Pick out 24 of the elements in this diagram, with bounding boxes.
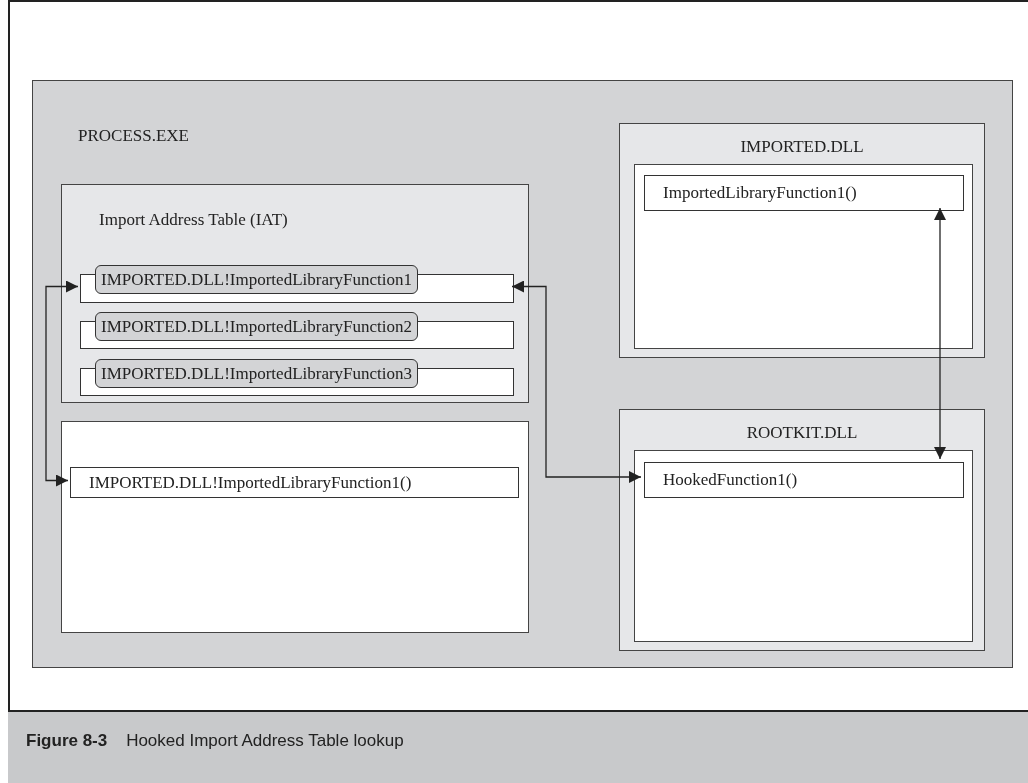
entry-label: IMPORTED.DLL!ImportedLibraryFunction1 bbox=[95, 265, 419, 294]
connector-arrow bbox=[45, 280, 79, 487]
panel-title: IMPORTED.DLL bbox=[739, 136, 865, 158]
function-label: ImportedLibraryFunction1() bbox=[662, 182, 857, 205]
connector-arrow bbox=[934, 207, 946, 460]
entry-label: IMPORTED.DLL!ImportedLibraryFunction3 bbox=[95, 359, 419, 388]
module-panel bbox=[619, 409, 985, 651]
connector-arrow bbox=[511, 280, 642, 483]
memory-region-box bbox=[634, 450, 973, 642]
table-panel bbox=[61, 184, 529, 403]
function-box bbox=[644, 175, 964, 211]
figure-caption: Figure 8-3 Hooked Import Address Table lookup bbox=[26, 730, 404, 752]
memory-region-box bbox=[634, 164, 973, 349]
function-label: IMPORTED.DLL!ImportedLibraryFunction1() bbox=[88, 471, 412, 494]
panel-title: ROOTKIT.DLL bbox=[745, 422, 859, 444]
panel-title: Import Address Table (IAT) bbox=[99, 209, 288, 231]
function-label: HookedFunction1() bbox=[662, 469, 798, 492]
function-box bbox=[644, 462, 964, 498]
panel-title: PROCESS.EXE bbox=[78, 125, 189, 147]
memory-region-box bbox=[61, 421, 529, 633]
entry-label: IMPORTED.DLL!ImportedLibraryFunction2 bbox=[95, 312, 419, 341]
process-panel bbox=[32, 80, 1013, 668]
module-panel bbox=[619, 123, 985, 358]
function-box bbox=[70, 467, 519, 498]
